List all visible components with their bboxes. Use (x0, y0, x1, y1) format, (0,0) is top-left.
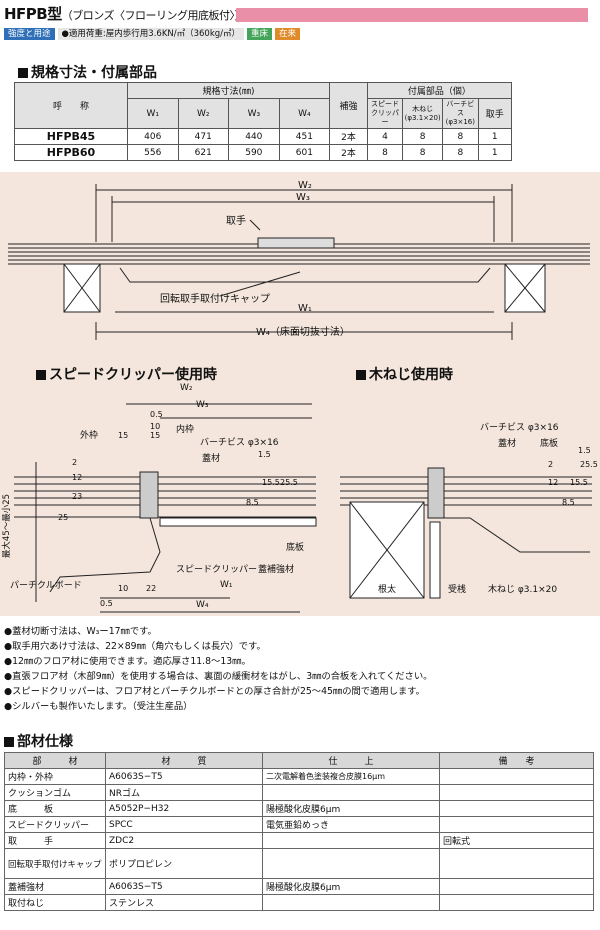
label-outer-frame: 外枠 (80, 431, 99, 441)
label-bottom-plate: 底板 (286, 543, 305, 553)
square-bullet-icon (4, 737, 14, 747)
table-row: 取付ねじ ステンレス (4, 894, 594, 911)
notes-list: ●蓋材切断寸法は、W₃ー17㎜です。 ●取手用穴あけ寸法は、22×89㎜（角穴も… (4, 624, 432, 714)
col-w2: W₂ (177, 98, 230, 129)
left-diagram-title: スピードクリッパー使用時 (36, 364, 217, 384)
col-w1: W₁ (126, 98, 179, 129)
label-inner-frame: 内枠 (176, 425, 195, 435)
col-parts-header: 付属部品（個） (366, 82, 513, 99)
col-name-header: 呼 称 (14, 82, 128, 129)
square-bullet-icon (36, 370, 46, 380)
list-item: ●直張フロア材（木部9㎜）を使用する場合は、裏面の緩衝材をはがし、3㎜の合板を入… (4, 671, 433, 682)
list-item: ●取手用穴あけ寸法は、22×89㎜（角穴もしくは長穴）です。 (4, 641, 266, 652)
col-handle: 取手 (477, 98, 513, 129)
parts-section-title: 部材仕様 (4, 731, 73, 751)
label-handle: 取手 (226, 216, 246, 227)
col-w3: W₃ (228, 98, 280, 129)
label-thickness-range: 最大45～最小25 (2, 493, 13, 559)
label-w1: W₁ (298, 303, 312, 314)
label-lid: 蓋材 (202, 454, 221, 464)
square-bullet-icon (18, 68, 28, 78)
table-row: HFPB60 556 621 590 601 2本 8 8 8 1 (14, 144, 513, 161)
label-right-lid: 蓋材 (498, 439, 517, 449)
spec-section-title: 規格寸法・付属部品 (18, 62, 157, 82)
label-particle-board: パーチクルボード (10, 581, 82, 591)
table-row: 回転取手取付けキャップ ポリプロピレン (4, 848, 594, 879)
usage-label: 強度と用途 (4, 27, 55, 40)
label-receiver: 受桟 (448, 585, 467, 595)
table-row: 蓋補強材 A6063S−T5 陽極酸化皮膜6μm (4, 878, 594, 895)
col-reinforce-header: 補強 (329, 82, 368, 129)
table-row: クッションゴム NRゴム (4, 784, 594, 801)
label-right-bottom: 底板 (540, 439, 559, 449)
label-w4: W₄（床面切抜寸法） (256, 327, 350, 338)
table-row: 取 手 ZDC2 回転式 (4, 832, 594, 849)
model-name: HFPB型 (4, 5, 62, 23)
label-wood-screw: 木ねじ φ3.1×20 (488, 585, 558, 595)
table-row: 内枠・外枠 A6063S−T5 二次電解着色塗装複合皮膜16μm (4, 768, 594, 785)
list-item: ●蓋材切断寸法は、W₃ー17㎜です。 (4, 626, 157, 637)
badge-conventional: 在来 (275, 27, 301, 40)
usage-tag-row: 強度と用途 ●適用荷重:屋内歩行用3.6KN/㎡（360kg/㎡） 重床 在来 (4, 27, 301, 40)
list-item: ●12㎜のフロア材に使用できます。適応厚さ11.8～13㎜。 (4, 656, 251, 667)
col-w4: W₄ (278, 98, 331, 129)
label-w3: W₃ (296, 192, 310, 203)
badge-heavy-floor: 重床 (247, 27, 273, 40)
label-cap: 回転取手取付けキャップ (160, 294, 270, 305)
list-item: ●シルバーも製作いたします。（受注生産品） (4, 701, 193, 712)
label-lid-reinforce: 蓋補強材 (258, 565, 295, 575)
label-speed-clipper: スピードクリッパー (176, 565, 258, 575)
parts-table: 部 材 材 質 仕 上 備 考 内枠・外枠 A6063S−T5 二次電解着色塗装… (4, 752, 594, 911)
label-w2: W₂ (298, 180, 312, 191)
col-dims-header: 規格寸法(㎜) (126, 82, 331, 99)
diagram-svg (8, 184, 592, 613)
table-row: 底 板 A5052P−H32 陽極酸化皮膜6μm (4, 800, 594, 817)
list-item: ●スピードクリッパーは、フロア材とパーチクルボードとの厚さ合計が25～45㎜の間… (4, 686, 425, 697)
table-row: HFPB45 406 471 440 451 2本 4 8 8 1 (14, 128, 513, 145)
col-clipper: スピードクリッパー (366, 98, 404, 129)
title-accent-bar (236, 8, 588, 22)
col-bachi: バーチビス(φ3×16) (442, 98, 479, 129)
right-diagram-title: 木ねじ使用時 (356, 364, 453, 384)
model-subtitle: （ブロンズ〈フローリング用底板付〉） (61, 9, 246, 22)
label-joist: 根太 (378, 585, 397, 595)
table-row: スピードクリッパー SPCC 電気亜鉛めっき (4, 816, 594, 833)
spec-table: 呼 称 規格寸法(㎜) 補強 付属部品（個） W₁ W₂ W₃ W₄ スピードク… (14, 82, 513, 161)
col-screw: 木ねじ(φ3.1×20) (402, 98, 444, 129)
page-title: HFPB型（ブロンズ〈フローリング用底板付〉） (4, 3, 246, 24)
load-text: ●適用荷重:屋内歩行用3.6KN/㎡（360kg/㎡） (57, 27, 245, 40)
square-bullet-icon (356, 370, 366, 380)
